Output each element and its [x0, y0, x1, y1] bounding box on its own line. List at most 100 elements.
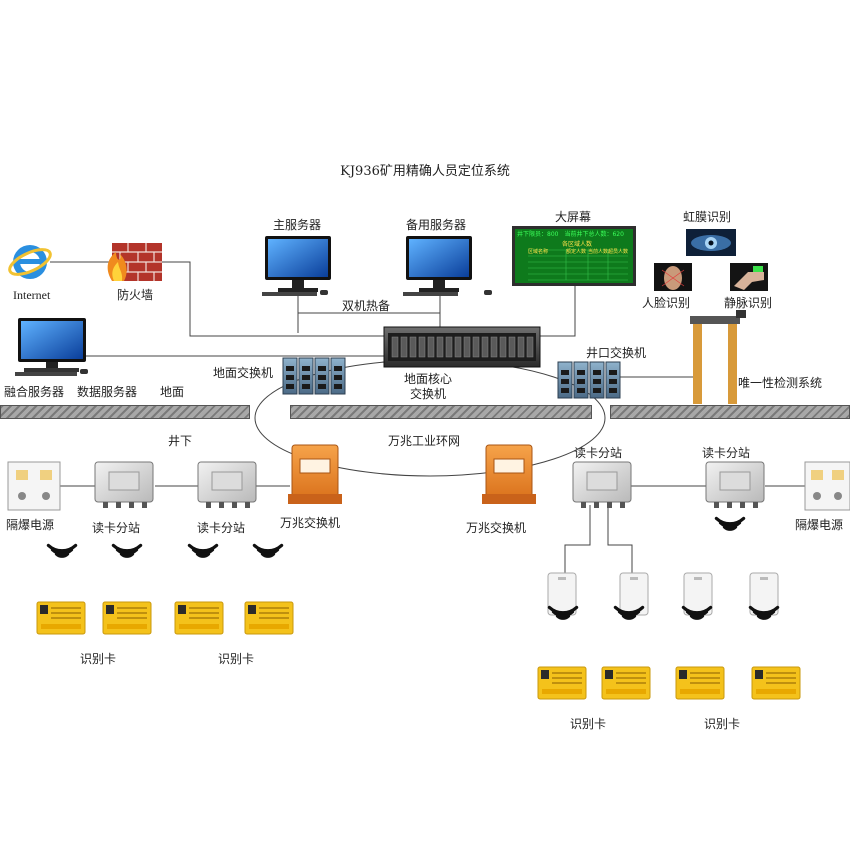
core-switch-ports — [391, 336, 534, 358]
mini-switch-port — [593, 388, 601, 393]
reader-station-cable-gland — [581, 502, 586, 508]
signal-wave-arc — [187, 543, 219, 553]
core-port — [418, 336, 426, 358]
mini-switch-port — [609, 388, 617, 393]
reader-station-cable-gland — [116, 502, 121, 508]
core-port — [517, 336, 525, 358]
label-backup-server: 备用服务器 — [406, 218, 467, 232]
diagram-title: KJ936矿用精确人员定位系统 — [340, 164, 510, 179]
id-card-logo — [248, 605, 256, 614]
reader-station-cable-gland — [620, 502, 625, 508]
internet-ie-icon — [8, 245, 52, 279]
core-port — [499, 336, 507, 358]
signal-wave-arc — [613, 605, 645, 615]
label-gig-switch-right: 万兆交换机 — [466, 521, 527, 535]
line-reader-antenna-1 — [564, 505, 591, 573]
line-firewall-core — [162, 261, 384, 337]
id-card-logo — [106, 605, 114, 614]
label-vein: 静脉识别 — [724, 296, 773, 310]
id-card-stripe — [107, 624, 147, 629]
reader-station-cable-gland — [219, 502, 224, 508]
detector-gate — [690, 310, 746, 404]
label-face: 人脸识别 — [642, 296, 691, 310]
face-image — [654, 263, 692, 291]
core-port — [481, 336, 489, 358]
label-hot-standby: 双机热备 — [342, 299, 391, 313]
reader-station-cable-gland — [206, 502, 211, 508]
mini-switch-port — [561, 388, 569, 393]
connection-lines — [50, 261, 805, 573]
signal-wave-arc — [722, 525, 738, 531]
reader-station-cable-gland — [607, 502, 612, 508]
core-port — [391, 336, 399, 358]
signal-wave-arc — [748, 605, 780, 615]
signal-wave-arc — [756, 614, 772, 620]
core-port — [427, 336, 435, 358]
reader-station-cable-gland — [753, 502, 758, 508]
id-card-logo — [679, 670, 687, 679]
ground-switch — [282, 357, 346, 395]
screen-col-0: 区域名称 — [528, 249, 549, 255]
core-port — [409, 336, 417, 358]
gig-switch-right-box — [482, 444, 536, 504]
reader-station-cable-gland — [245, 502, 250, 508]
label-power-left: 隔爆电源 — [6, 518, 55, 532]
mini-switch-port — [334, 375, 342, 380]
line-screen-core — [540, 285, 576, 337]
label-reader-station-4: 读卡分站 — [702, 446, 751, 460]
mini-switch-port — [334, 384, 342, 389]
id-card-logo — [178, 605, 186, 614]
reader-station-panel — [586, 471, 618, 491]
screen-col-3: 超员人数 — [608, 249, 629, 255]
mini-switch-port — [302, 366, 310, 371]
core-port — [445, 336, 453, 358]
screen-col-2: 当前人数 — [588, 249, 609, 255]
label-big-screen: 大屏幕 — [555, 210, 592, 224]
label-unique-detect: 唯一性检测系统 — [738, 376, 823, 390]
label-firewall: 防火墙 — [117, 288, 154, 302]
id-card-logo — [605, 670, 613, 679]
signal-wave-arc — [111, 543, 143, 553]
fusion-server-monitor — [15, 318, 88, 376]
label-reader-station-2: 读卡分站 — [197, 521, 246, 535]
id-card-logo — [40, 605, 48, 614]
label-reader-station-3: 读卡分站 — [574, 446, 623, 460]
id-card-stripe — [756, 689, 796, 694]
mini-switch-port — [302, 375, 310, 380]
gig-switch-left-box — [288, 444, 342, 504]
mini-switch-port — [561, 370, 569, 375]
vein-image — [730, 263, 768, 291]
reader-station-boxes — [94, 461, 765, 508]
signal-wave-arc — [621, 614, 637, 620]
mini-switch-port — [593, 370, 601, 375]
signal-wave-arc — [54, 552, 70, 558]
signal-wave-arc — [547, 605, 579, 615]
signal-wave-arc — [252, 543, 284, 553]
core-port — [463, 336, 471, 358]
id-card-stripe — [606, 689, 646, 694]
id-card-logo — [541, 670, 549, 679]
big-screen — [512, 226, 636, 286]
id-card-stripe — [179, 624, 219, 629]
signal-wave-arc — [46, 543, 78, 553]
antenna-indicator — [760, 577, 768, 580]
label-internet: Internet — [13, 288, 51, 302]
label-id-card-2: 识别卡 — [218, 652, 255, 666]
core-port — [490, 336, 498, 358]
label-ground: 地面 — [160, 385, 185, 399]
mini-switch-port — [286, 384, 294, 389]
signal-wave-arc — [195, 552, 211, 558]
backup-server-monitor — [403, 236, 492, 296]
ground-bar-middle — [290, 405, 592, 419]
reader-station-panel — [108, 471, 140, 491]
signal-wave-arc — [119, 552, 135, 558]
mini-switch-port — [334, 366, 342, 371]
reader-antennas — [547, 572, 779, 616]
mini-switch-port — [318, 384, 326, 389]
main-server-monitor — [262, 236, 331, 296]
reader-station-cable-gland — [103, 502, 108, 508]
id-card-logo — [755, 670, 763, 679]
screen-subheader: 各区域人数 — [562, 241, 593, 248]
